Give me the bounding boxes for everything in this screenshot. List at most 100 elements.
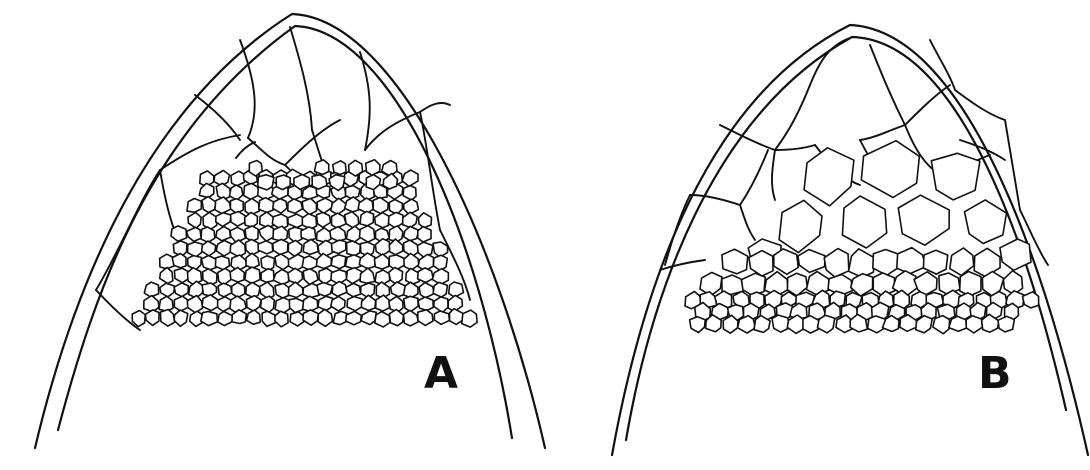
- meristem-cell: [333, 161, 347, 175]
- meristem-cell: [174, 283, 188, 297]
- panel-a-meristem-cells: [132, 160, 477, 327]
- medium-cell: [873, 250, 900, 276]
- panel-a-apex: [35, 14, 545, 448]
- meristem-cell: [402, 170, 418, 186]
- meristem-cell: [301, 227, 316, 241]
- meristem-cell: [418, 213, 431, 228]
- meristem-cell: [346, 226, 361, 242]
- medium-cell: [950, 248, 974, 275]
- meristem-cell: [404, 253, 419, 270]
- meristem-cell: [247, 296, 262, 312]
- meristem-cell: [404, 310, 419, 326]
- meristem-cell: [203, 212, 217, 229]
- meristem-cell: [288, 268, 303, 283]
- meristem-cell: [389, 268, 403, 284]
- meristem-cell: [403, 212, 418, 227]
- meristem-cell: [174, 310, 188, 326]
- meristem-cell: [332, 240, 346, 254]
- panel-label-a: A: [424, 352, 458, 396]
- meristem-cell: [433, 282, 447, 297]
- meristem-cell: [159, 296, 173, 311]
- meristem-cell: [345, 197, 360, 212]
- meristem-cell: [347, 297, 363, 311]
- meristem-cell: [288, 240, 302, 256]
- meristem-cell: [375, 239, 390, 256]
- meristem-cell: [462, 310, 477, 327]
- meristem-cell: [418, 227, 431, 242]
- small-cell: [949, 316, 967, 331]
- meristem-cell: [187, 296, 202, 313]
- meristem-cell: [374, 254, 389, 269]
- small-cell: [966, 316, 982, 333]
- meristem-cell: [215, 256, 229, 270]
- meristem-cell: [303, 269, 318, 285]
- meristem-cell: [375, 213, 390, 228]
- meristem-cell: [260, 282, 274, 299]
- meristem-cell: [230, 267, 244, 282]
- small-cell: [1023, 292, 1039, 308]
- meristem-cell: [199, 183, 214, 197]
- meristem-cell: [360, 211, 374, 225]
- meristem-cell: [218, 312, 232, 326]
- meristem-cell: [302, 198, 316, 214]
- meristem-cell: [419, 283, 434, 298]
- meristem-cell: [404, 282, 419, 298]
- small-cell: [998, 316, 1014, 332]
- medium-cell: [722, 249, 748, 274]
- medium-cell: [798, 250, 825, 273]
- meristem-cell: [261, 269, 274, 283]
- meristem-cell: [376, 295, 390, 311]
- meristem-cell: [187, 199, 201, 213]
- medium-cell: [849, 249, 875, 278]
- large-cell: [965, 200, 1007, 244]
- meristem-cell: [318, 309, 332, 326]
- meristem-cell: [261, 296, 275, 312]
- meristem-cell: [358, 198, 373, 213]
- large-cell: [779, 200, 822, 252]
- meristem-cell: [418, 310, 433, 326]
- large-cell: [931, 153, 980, 200]
- meristem-cell: [144, 296, 159, 312]
- meristem-cell: [246, 253, 259, 268]
- meristem-cell: [218, 268, 232, 285]
- large-cell: [861, 141, 919, 198]
- meristem-cell: [262, 311, 276, 326]
- meristem-cell: [273, 226, 288, 241]
- meristem-cell: [160, 254, 175, 269]
- small-cell: [818, 315, 835, 333]
- meristem-cell: [230, 240, 245, 257]
- meristem-cell: [144, 282, 158, 297]
- meristem-cell: [317, 212, 331, 227]
- medium-cell: [960, 272, 981, 297]
- small-cell: [868, 316, 886, 333]
- meristem-cell: [303, 310, 318, 325]
- medium-cell: [939, 273, 960, 294]
- meristem-cell: [188, 242, 203, 257]
- meristem-cell: [288, 214, 304, 227]
- meristem-cell: [389, 310, 403, 326]
- medium-cell: [897, 248, 926, 274]
- meristem-cell: [145, 310, 159, 326]
- meristem-cell: [160, 283, 175, 297]
- meristem-cell: [312, 175, 327, 189]
- meristem-cell: [332, 282, 347, 297]
- large-cell: [842, 196, 886, 248]
- meristem-cell: [188, 213, 201, 229]
- meristem-cell: [230, 185, 243, 200]
- meristem-cell: [294, 175, 310, 190]
- meristem-cell: [346, 311, 361, 324]
- meristem-cell: [203, 269, 217, 285]
- meristem-cell: [258, 241, 273, 254]
- meristem-cell: [332, 213, 347, 228]
- meristem-cell: [317, 283, 333, 297]
- meristem-cell: [389, 239, 402, 255]
- small-cell: [933, 316, 950, 334]
- medium-cell: [774, 249, 798, 274]
- meristem-cell: [331, 255, 346, 269]
- medium-cell: [923, 250, 947, 274]
- large-cell: [804, 148, 854, 206]
- meristem-cell: [275, 311, 288, 327]
- meristem-cell: [202, 256, 217, 270]
- meristem-cell: [171, 226, 187, 241]
- meristem-cell: [201, 312, 218, 326]
